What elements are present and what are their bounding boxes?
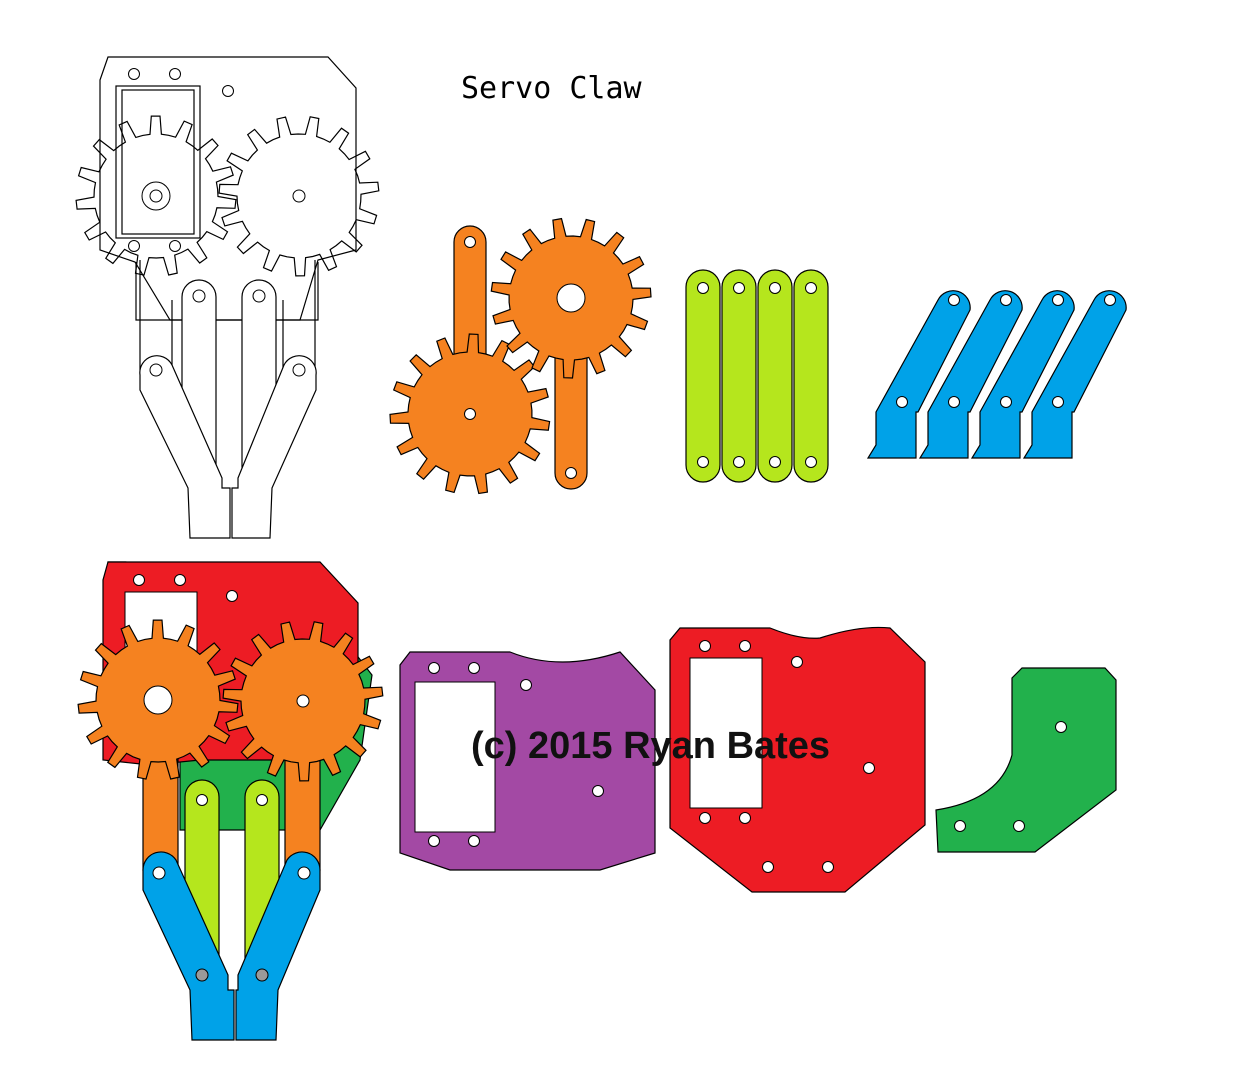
outline-hole — [222, 85, 234, 97]
mounting-plate-red — [669, 626, 926, 893]
outline-arm — [139, 260, 173, 370]
outline-hole — [192, 289, 206, 303]
copyright-watermark: (c) 2015 Ryan Bates — [471, 725, 830, 767]
gear-left-pivot — [464, 408, 476, 420]
link-hole — [697, 456, 709, 468]
gear-right-hub — [556, 283, 586, 313]
finger-hole — [948, 396, 960, 408]
assembly-finger-right — [235, 851, 321, 1041]
outline-lower-plate — [135, 262, 319, 321]
outline-finger-left — [139, 355, 231, 539]
straight-link — [685, 269, 721, 483]
straight-link — [721, 269, 757, 483]
link-hole — [805, 282, 817, 294]
claw-finger — [918, 290, 1023, 459]
line-drawing-assembly — [75, 56, 380, 539]
outline-hole — [169, 68, 181, 80]
assembly-pivot-pin — [255, 968, 269, 982]
servo-cutout — [689, 657, 763, 809]
servo-cutout — [414, 681, 496, 833]
outline-hole — [252, 289, 266, 303]
assembly-gear-pivot — [296, 694, 310, 708]
link-hole — [733, 456, 745, 468]
outline-hole — [128, 240, 140, 252]
claw-finger-set — [866, 290, 1127, 459]
gear-arm-right — [554, 339, 588, 490]
assembly-hole — [196, 794, 208, 806]
outline-hole — [292, 363, 306, 377]
finger-hole — [1052, 294, 1064, 306]
assembly-hole — [152, 866, 166, 880]
assembly-hole — [133, 574, 145, 586]
outline-finger-right — [231, 355, 317, 539]
colored-assembly — [77, 561, 384, 1041]
finger-hole — [1000, 396, 1012, 408]
finger-hole — [1104, 294, 1116, 306]
assembly-pivot-pin — [195, 968, 209, 982]
finger-hole — [1000, 294, 1012, 306]
gear-body — [218, 116, 380, 277]
link-hole — [733, 282, 745, 294]
outline-hole — [128, 68, 140, 80]
outline-gear-right — [218, 116, 380, 277]
outline-arm — [282, 260, 316, 370]
finger-hole — [896, 396, 908, 408]
gear-with-arm-pair — [389, 217, 652, 495]
finger-hole — [1052, 396, 1064, 408]
claw-finger — [866, 290, 971, 459]
outline-hole — [149, 363, 163, 377]
assembly-finger-left — [142, 851, 235, 1041]
gear-body — [75, 115, 237, 276]
outline-gear-left — [75, 115, 237, 276]
corner-bracket — [935, 667, 1117, 853]
assembly-hole — [226, 590, 238, 602]
diagram-title: Servo Claw — [461, 71, 643, 106]
outline-servo-inner — [121, 89, 195, 235]
link-hole — [769, 456, 781, 468]
straight-link — [757, 269, 793, 483]
assembly-hole — [256, 794, 268, 806]
straight-link — [793, 269, 829, 483]
finger-hole — [948, 294, 960, 306]
outline-gear-hub-hole — [149, 189, 163, 203]
assembly-hole — [174, 574, 186, 586]
assembly-gear-hub — [143, 685, 173, 715]
claw-finger — [1022, 290, 1127, 459]
outline-hole — [169, 240, 181, 252]
straight-link-set — [685, 269, 829, 483]
link-hole — [697, 282, 709, 294]
link-hole — [769, 282, 781, 294]
claw-finger — [970, 290, 1075, 459]
link-hole — [805, 456, 817, 468]
outline-servo-body — [115, 85, 201, 239]
assembly-hole — [297, 866, 311, 880]
outline-gear-pivot — [292, 189, 306, 203]
mounting-plate-purple — [399, 651, 656, 871]
